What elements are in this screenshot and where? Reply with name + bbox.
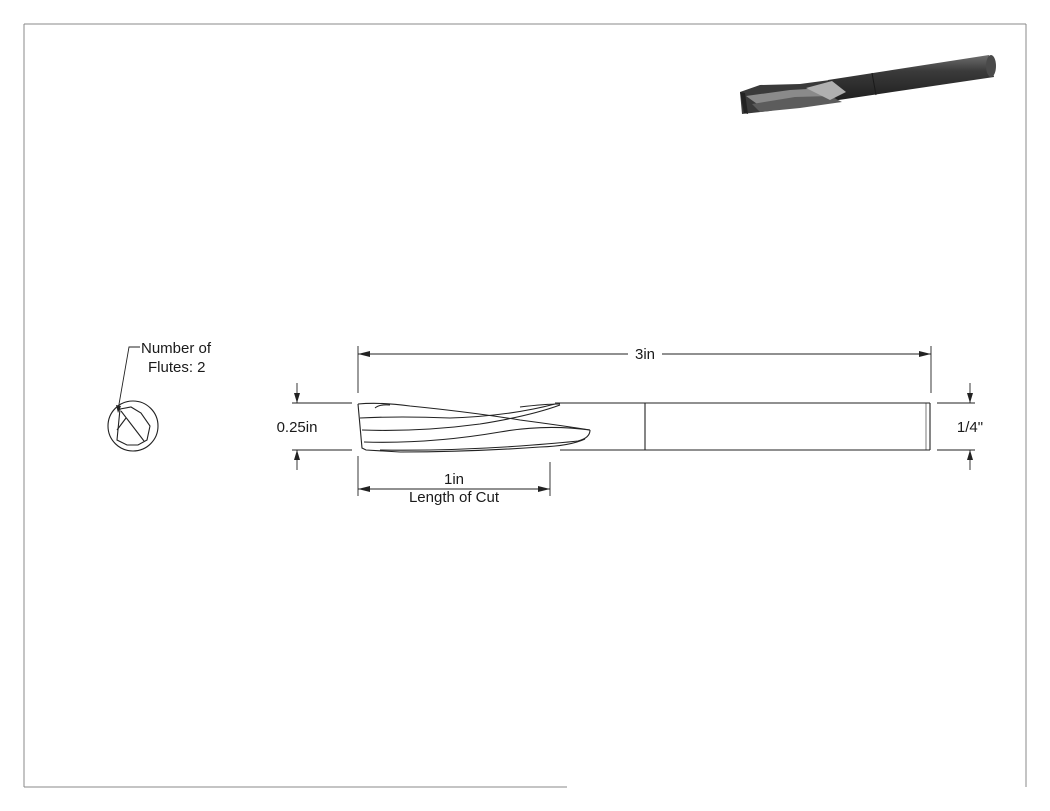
dim-cutting-diameter: 0.25in (277, 383, 352, 470)
dim-shank-diameter: 1/4" (937, 383, 983, 470)
length-of-cut-label: Length of Cut (409, 489, 500, 506)
overall-length-label: 3in (635, 346, 655, 363)
sheet-border (23, 23, 1027, 788)
side-view (357, 402, 931, 453)
flute-callout-line1: Number of (141, 340, 212, 357)
end-view-circle (107, 400, 159, 452)
length-of-cut-value: 1in (444, 471, 464, 488)
end-view: Number of Flutes: 2 (107, 340, 212, 452)
dim-length-of-cut: 1in Length of Cut (357, 456, 551, 506)
cutting-diameter-label: 0.25in (277, 419, 318, 436)
flute-callout-leader (117, 346, 140, 411)
flute-callout-line2: Flutes: 2 (148, 359, 206, 376)
shank-diameter-label: 1/4" (957, 419, 983, 436)
isometric-render (740, 55, 996, 114)
dim-overall-length: 3in (357, 346, 932, 393)
